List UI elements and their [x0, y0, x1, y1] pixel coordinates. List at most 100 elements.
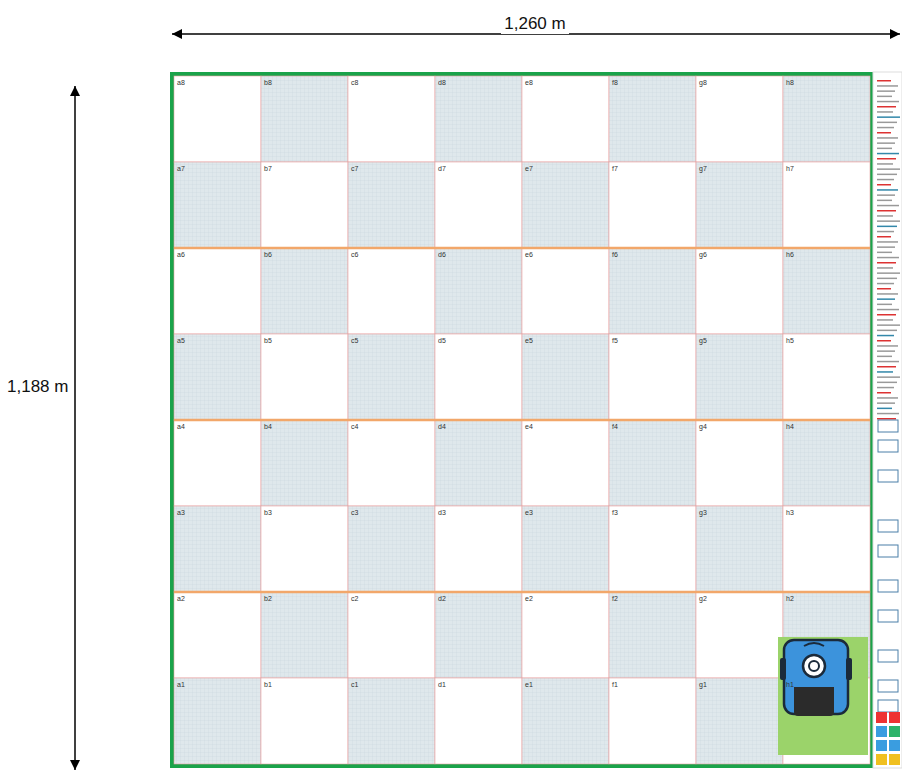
square-name: h2	[786, 595, 794, 603]
board-square	[696, 334, 783, 420]
strip-text-mark	[877, 241, 898, 243]
board-square	[435, 76, 522, 162]
strip-figure	[878, 680, 898, 692]
square-name: g5	[699, 337, 707, 345]
board-square	[174, 76, 261, 162]
square-name: h4	[786, 423, 794, 431]
square-name: f4	[612, 423, 618, 431]
square-name: h6	[786, 251, 794, 259]
strip-text-mark	[877, 283, 894, 285]
square-name: g8	[699, 79, 707, 87]
strip-text-mark	[877, 189, 898, 191]
board-square	[783, 162, 870, 248]
square-name: d8	[438, 79, 446, 87]
board-square	[783, 420, 870, 506]
square-name: d4	[438, 423, 446, 431]
strip-text-mark	[877, 288, 891, 290]
square-name: a8	[177, 79, 185, 87]
side-strip	[873, 72, 902, 768]
board-square	[174, 334, 261, 420]
dimension-label: 1,260 m	[501, 14, 568, 34]
board-square	[696, 678, 783, 764]
board-square	[435, 678, 522, 764]
square-name: a4	[177, 423, 185, 431]
square-name: c7	[351, 165, 358, 173]
strip-text-mark	[877, 319, 893, 321]
strip-text-mark	[877, 257, 899, 259]
robot-ground	[778, 637, 868, 755]
color-tile	[876, 754, 887, 765]
strip-text-mark	[877, 340, 891, 342]
board-square	[522, 678, 609, 764]
strip-text-mark	[877, 246, 895, 248]
robot-base	[794, 687, 834, 716]
board-square	[261, 506, 348, 592]
strip-text-mark	[877, 402, 895, 404]
board-square	[174, 162, 261, 248]
strip-figure	[878, 700, 898, 712]
board-square	[435, 162, 522, 248]
board-square	[435, 334, 522, 420]
strip-text-mark	[877, 174, 897, 176]
square-name: f2	[612, 595, 618, 603]
board-square	[609, 248, 696, 334]
strip-text-mark	[877, 262, 896, 264]
strip-figure	[878, 610, 898, 622]
strip-ground	[873, 72, 902, 768]
square-name: a6	[177, 251, 185, 259]
strip-text-mark	[877, 345, 898, 347]
strip-text-mark	[877, 106, 896, 108]
square-name: e2	[525, 595, 533, 603]
square-name: h5	[786, 337, 794, 345]
square-name: e5	[525, 337, 533, 345]
color-tile	[876, 726, 887, 737]
square-name: a3	[177, 509, 185, 517]
board-square	[348, 420, 435, 506]
strip-text-mark	[877, 184, 891, 186]
squares	[174, 76, 870, 764]
board-square	[348, 592, 435, 678]
board-square	[609, 162, 696, 248]
strip-text-mark	[877, 179, 894, 181]
strip-text-mark	[877, 168, 900, 170]
square-name: e4	[525, 423, 533, 431]
square-name: a7	[177, 165, 185, 173]
board-square	[783, 506, 870, 592]
square-name: c1	[351, 681, 358, 689]
board-square	[696, 420, 783, 506]
strip-text-mark	[877, 376, 900, 378]
square-name: h3	[786, 509, 794, 517]
strip-text-mark	[877, 361, 899, 363]
sheet-seam	[174, 419, 870, 422]
board-square	[522, 420, 609, 506]
board-square	[783, 76, 870, 162]
square-name: c4	[351, 423, 358, 431]
square-name: b7	[264, 165, 272, 173]
robot-eye-ring	[809, 661, 819, 671]
square-name: g3	[699, 509, 707, 517]
square-name: b3	[264, 509, 272, 517]
board-square	[609, 506, 696, 592]
board-square	[348, 248, 435, 334]
square-name: g4	[699, 423, 707, 431]
square-name: g6	[699, 251, 707, 259]
square-name: c3	[351, 509, 358, 517]
board-square	[522, 162, 609, 248]
strip-text-mark	[877, 293, 898, 295]
square-name: b5	[264, 337, 272, 345]
strip-text-mark	[877, 220, 900, 222]
board-square	[696, 506, 783, 592]
strip-text-mark	[877, 132, 891, 134]
board-square	[348, 334, 435, 420]
strip-text-mark	[877, 142, 895, 144]
strip-text-mark	[877, 226, 897, 228]
board-square	[522, 506, 609, 592]
strip-figure	[878, 545, 898, 557]
board-square	[348, 506, 435, 592]
strip-text-mark	[877, 356, 892, 358]
strip-text-mark	[877, 252, 892, 254]
board-square	[435, 248, 522, 334]
board-square	[348, 678, 435, 764]
